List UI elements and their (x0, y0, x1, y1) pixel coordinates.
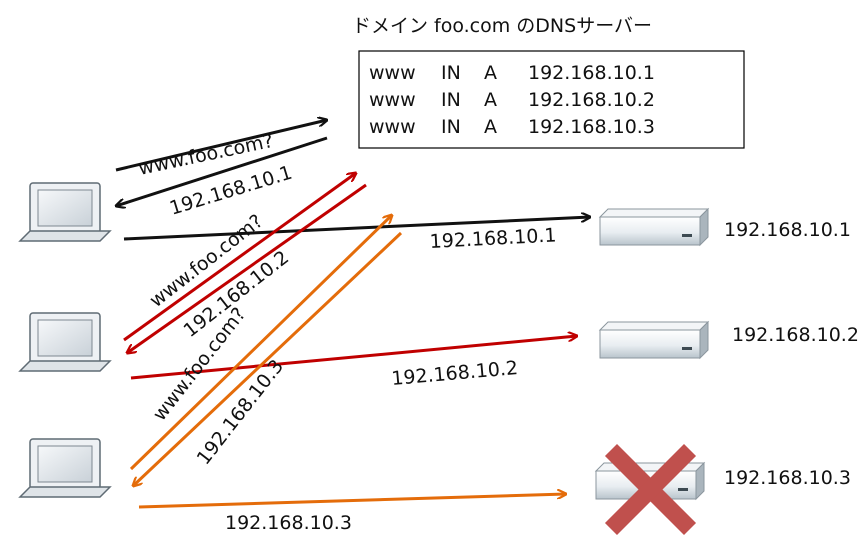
record-type: A (484, 116, 497, 138)
connect-arrow (130, 336, 577, 380)
connect-label: 192.168.10.2 (391, 357, 519, 390)
record-name: www (369, 89, 416, 111)
record-address: 192.168.10.3 (528, 116, 655, 138)
failure-cross-icon (604, 443, 697, 536)
laptop-icon (18, 182, 112, 242)
record-type: A (484, 89, 497, 111)
server-ip-label: 192.168.10.3 (724, 467, 851, 489)
laptop-icon (18, 438, 112, 498)
dns-query-arrow (123, 173, 356, 342)
connect-label: 192.168.10.3 (225, 512, 352, 534)
record-class: IN (441, 89, 461, 111)
dns-record-row: www IN A 192.168.10.3 (369, 116, 655, 138)
record-class: IN (441, 116, 461, 138)
server-ip-label: 192.168.10.1 (724, 219, 851, 241)
record-type: A (484, 62, 497, 84)
laptop-icon (18, 312, 112, 372)
server-ip-label: 192.168.10.2 (732, 324, 859, 346)
record-name: www (369, 62, 416, 84)
record-class: IN (441, 62, 461, 84)
record-address: 192.168.10.1 (528, 62, 655, 84)
dns-server-title: ドメイン foo.com のDNSサーバー (352, 15, 652, 37)
dns-query-arrow (129, 215, 392, 471)
dns-answer-arrow (133, 231, 403, 486)
dns-record-row: www IN A 192.168.10.2 (369, 89, 655, 111)
connect-arrow (123, 217, 590, 241)
dns-query-arrow (115, 120, 327, 172)
dns-answer-arrow (116, 136, 328, 206)
dns-answer-arrow (127, 183, 367, 353)
server-icon (598, 320, 710, 360)
dns-record-table (358, 50, 745, 149)
record-address: 192.168.10.2 (528, 89, 655, 111)
record-name: www (369, 116, 416, 138)
server-icon (598, 207, 710, 247)
dns-record-row: www IN A 192.168.10.1 (369, 62, 655, 84)
connect-arrow (138, 494, 566, 509)
connect-label: 192.168.10.1 (429, 224, 557, 253)
